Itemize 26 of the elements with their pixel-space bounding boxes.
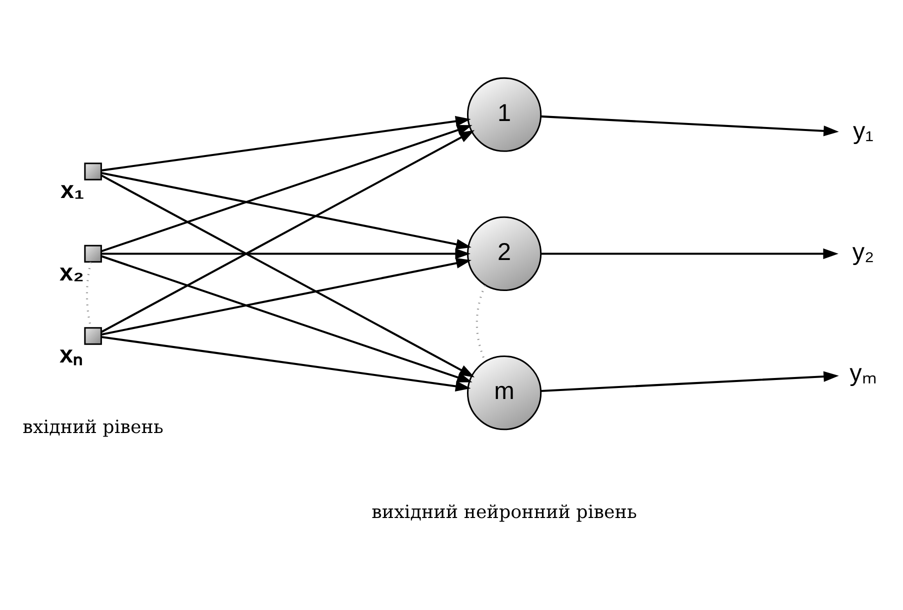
node-box bbox=[84, 162, 102, 180]
label: вхідний рівень bbox=[22, 416, 163, 438]
node-text: y₂ bbox=[852, 239, 874, 266]
node-text: y₁ bbox=[852, 118, 873, 146]
arrow bbox=[540, 248, 838, 260]
arrow bbox=[100, 336, 470, 392]
label: вихідний нейронний рівень bbox=[371, 502, 636, 524]
node-label: x₂ bbox=[59, 259, 84, 286]
arrow bbox=[540, 115, 838, 136]
node-circle: 2 bbox=[466, 216, 542, 292]
arrow bbox=[100, 258, 471, 336]
node-box bbox=[84, 327, 102, 345]
node-label: x₁ bbox=[60, 177, 84, 204]
arrow bbox=[540, 371, 838, 392]
node-circle: 1 bbox=[466, 77, 542, 152]
arrow bbox=[100, 130, 474, 333]
arrow bbox=[100, 125, 472, 252]
arrow bbox=[100, 255, 472, 382]
arrow bbox=[101, 248, 470, 260]
node-box bbox=[84, 244, 102, 263]
node-text: yₘ bbox=[849, 360, 876, 387]
arrow bbox=[100, 116, 470, 172]
node-circle: m bbox=[466, 356, 542, 430]
node-label: xₙ bbox=[59, 342, 83, 369]
arrow bbox=[100, 172, 471, 250]
arrow bbox=[100, 174, 474, 378]
